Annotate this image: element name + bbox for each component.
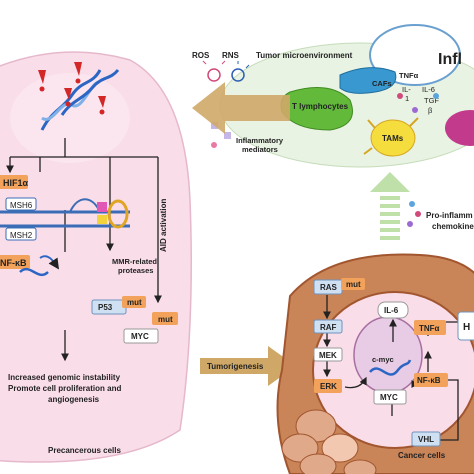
erk-label: ERK — [320, 382, 337, 391]
ras-label: RAS — [320, 283, 338, 292]
pro-inflamm-label-2: chemokines — [432, 222, 474, 231]
tgf-label: TGF — [424, 96, 439, 105]
cafs-label: CAFs — [372, 79, 392, 88]
ras-mut-label: mut — [346, 280, 361, 289]
msh2-box — [5, 227, 37, 241]
ros-label: ROS — [192, 51, 210, 60]
p53-label: P53 — [98, 303, 113, 312]
dna-icon — [40, 68, 120, 131]
myc-left-box — [123, 328, 159, 344]
mek-box — [313, 347, 343, 362]
ras-mut-box — [341, 278, 365, 290]
nucleus-dna-area — [10, 73, 130, 163]
h-box-label: H — [463, 322, 470, 333]
cafs-cell — [339, 67, 397, 94]
mmr-label-1: MMR-related — [112, 257, 157, 266]
raf-label: RAF — [320, 323, 337, 332]
tumor-mass — [276, 253, 474, 474]
precancerous-label: Precancerous cells — [48, 446, 121, 455]
il6-top-label: IL-6 — [422, 85, 435, 94]
alert-marks-icon — [38, 62, 106, 115]
pathway-arrows — [6, 138, 162, 362]
p53-mut-box — [122, 296, 146, 308]
myc-left-mut-label: mut — [158, 315, 173, 324]
il6-right-box — [377, 301, 409, 319]
myc-right-label: MYC — [380, 393, 398, 402]
ros-icon — [202, 60, 226, 82]
outcome-line-2: Promote cell proliferation and — [8, 384, 121, 393]
myc-right-box — [373, 389, 407, 405]
h-box — [457, 311, 474, 341]
chemokine-dots — [407, 201, 421, 227]
p53-mut-label: mut — [127, 298, 142, 307]
outcome-line-3: angiogenesis — [48, 395, 100, 404]
cytokine-dots — [397, 93, 439, 113]
tnfa-right-box — [414, 320, 446, 335]
cmyc-label: c-myc — [372, 355, 394, 364]
inflammatory-mediators-label-1: Inflammatory — [236, 136, 284, 145]
dna-fragment-icon — [19, 255, 59, 277]
msh6-label: MSH6 — [10, 201, 33, 210]
msh6-box — [5, 197, 37, 211]
tnfa-top-label: TNFα — [399, 71, 419, 80]
nfkb-right-label: NF-κB — [417, 376, 441, 385]
tgf-b-label: β — [428, 106, 433, 115]
tnfa-right-label: TNFα — [419, 324, 440, 333]
chemokine-up-arrow — [370, 172, 410, 240]
arrow-to-precancerous — [192, 82, 290, 134]
il1-label: IL- — [402, 85, 411, 94]
myc-left-label: MYC — [131, 332, 149, 341]
erk-box — [314, 379, 342, 393]
hif1a-label: HIF1α — [3, 178, 29, 188]
outcome-line-1: Increased genomic instability — [8, 373, 121, 382]
inflammation-title: Infl — [438, 51, 462, 68]
precancerous-cell — [0, 51, 192, 463]
macrophage-cell — [445, 110, 474, 146]
inflammatory-mediators-label-2: mediators — [242, 145, 278, 154]
rns-label: RNS — [222, 51, 240, 60]
vhl-label: VHL — [418, 435, 434, 444]
msh2-label: MSH2 — [10, 231, 33, 240]
tumor-microenvironment-label: Tumor microenvironment — [256, 51, 353, 60]
cancer-cells-label: Cancer cells — [398, 451, 446, 460]
raf-box — [313, 319, 343, 334]
nfkb-left-label: NF-κB — [0, 258, 27, 268]
myc-left-mut-box — [152, 312, 178, 325]
mek-label: MEK — [319, 351, 337, 360]
tams-cell — [363, 117, 419, 157]
hif1a-box — [0, 175, 28, 189]
t-lymphocytes-label: T lymphocytes — [292, 102, 349, 111]
aid-activation-label: AID activation — [159, 199, 168, 252]
pro-inflamm-label-1: Pro-inflamm — [426, 211, 473, 220]
dna-strands — [0, 198, 130, 229]
tams-label: TAMs — [382, 134, 404, 143]
mmr-label-2: proteases — [118, 266, 153, 275]
rns-icon — [231, 61, 250, 82]
nfkb-left-box — [0, 255, 30, 269]
nfkb-right-box — [414, 373, 448, 387]
tumorigenesis-label: Tumorigenesis — [207, 362, 264, 371]
vhl-box — [411, 431, 441, 447]
il1-b-label: 1 — [405, 94, 409, 103]
cmyc-dna-icon — [369, 359, 412, 376]
tumorigenesis-arrow — [200, 346, 296, 386]
il6-right-label: IL-6 — [384, 306, 399, 315]
